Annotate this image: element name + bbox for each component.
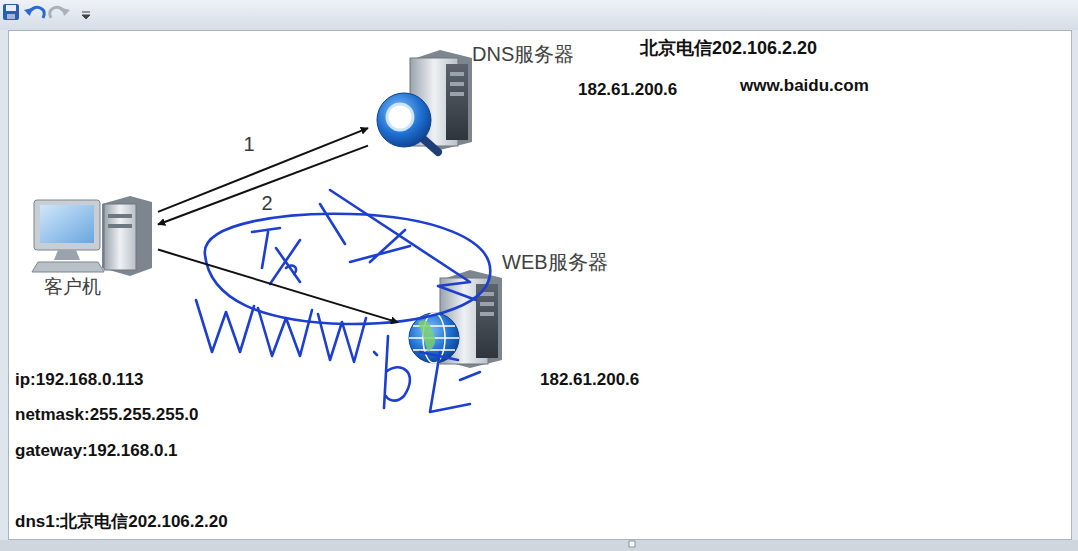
arrow-connector bbox=[158, 146, 368, 225]
globe-land bbox=[418, 320, 435, 352]
server-panel bbox=[450, 82, 464, 86]
magnifier-lens bbox=[387, 104, 413, 130]
annotation-text: dns1:北京电信202.106.2.20 bbox=[15, 512, 228, 532]
pc-tower bbox=[108, 224, 132, 228]
frame bbox=[0, 30, 8, 540]
resize-handle bbox=[629, 541, 635, 547]
redo-icon bbox=[62, 8, 70, 16]
server-panel bbox=[450, 72, 464, 76]
server-panel bbox=[480, 302, 494, 306]
node-label: 客户机 bbox=[44, 276, 101, 299]
handwritten-dot bbox=[374, 352, 377, 355]
magnifier bbox=[377, 93, 431, 147]
drawing-area bbox=[9, 31, 1072, 540]
pc-tower bbox=[102, 196, 152, 276]
arrow-connector bbox=[158, 250, 398, 323]
server-node: WEB服务器 bbox=[398, 248, 670, 368]
handwritten-www bbox=[196, 300, 366, 362]
dns-server-icon bbox=[377, 50, 472, 152]
pc-tower bbox=[104, 204, 136, 270]
save-icon bbox=[7, 14, 15, 19]
server-node: 客户机 bbox=[28, 188, 158, 302]
server-panel bbox=[480, 312, 494, 316]
server-panel bbox=[446, 64, 468, 140]
handwritten-mark bbox=[252, 228, 300, 284]
dropdown-icon bbox=[82, 12, 90, 19]
annotation-text: ip:192.168.0.113 bbox=[15, 370, 144, 390]
handwritten-baidu bbox=[384, 336, 480, 412]
step-number: 2 bbox=[259, 192, 274, 214]
node-label: DNS服务器 bbox=[472, 42, 574, 66]
handwriting bbox=[196, 190, 490, 412]
annotation-text: gateway:192.168.0.1 bbox=[15, 441, 178, 461]
annotation-text: 北京电信202.106.2.20 bbox=[640, 38, 817, 60]
monitor bbox=[34, 200, 100, 250]
handwritten-mark bbox=[286, 266, 296, 274]
pc-tower bbox=[108, 214, 132, 218]
annotation-text: www.baidu.com bbox=[740, 76, 869, 96]
client-icon bbox=[32, 196, 152, 276]
save-icon bbox=[3, 4, 19, 20]
undo-icon bbox=[24, 8, 32, 16]
status-bar bbox=[0, 540, 1078, 551]
monitor-stand bbox=[54, 250, 80, 260]
server-panel bbox=[450, 92, 464, 96]
step-number: 1 bbox=[241, 133, 256, 155]
annotation-text: 182.61.200.6 bbox=[578, 80, 677, 100]
handwritten-mark bbox=[320, 190, 476, 300]
annotation-text: 182.61.200.6 bbox=[540, 370, 639, 390]
monitor-screen bbox=[40, 205, 94, 243]
toolbar bbox=[0, 0, 1078, 30]
annotation-text: netmask:255.255.255.0 bbox=[15, 405, 198, 425]
save-icon bbox=[6, 5, 16, 11]
node-label: WEB服务器 bbox=[502, 250, 608, 274]
keyboard bbox=[32, 262, 104, 272]
